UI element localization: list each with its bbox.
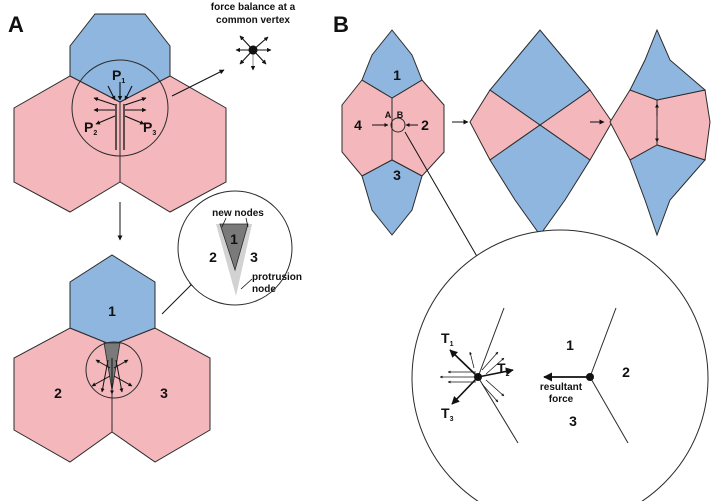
resultant-label-line1: resultant — [540, 382, 583, 393]
rosette-state-initial — [341, 29, 445, 236]
cell-1 — [69, 254, 156, 346]
arrow-to-force-balance — [171, 69, 225, 97]
cell-label-1: 1 — [108, 303, 116, 319]
force-label-p1: P1 — [112, 67, 125, 85]
split-vertex-edges — [115, 104, 125, 150]
inset-cell-label-1: 1 — [566, 337, 574, 353]
inset-cell-1: 1 — [230, 231, 238, 247]
panel-b-label: B — [333, 12, 349, 37]
inset-protrusion-label-line1: protrusion — [252, 272, 302, 283]
cell-bottom-right — [119, 75, 227, 213]
panel-a-label: A — [8, 12, 24, 37]
rosette-cell-2: 2 — [421, 117, 429, 133]
vertex-label-b: B — [397, 110, 404, 120]
vertex-inset: T1 T2 T3 1 2 3 resultant force — [411, 229, 709, 501]
protrusion-force-arrows — [91, 358, 133, 395]
vertex-label-a: A — [385, 110, 392, 120]
rosette-state-resolved — [609, 28, 711, 237]
force-label-p3: P3 — [143, 119, 156, 137]
inset-protrusion-label-line2: node — [252, 284, 276, 295]
cell-label-2: 2 — [54, 385, 62, 401]
resultant-label-line2: force — [549, 394, 574, 405]
cell-label-3: 3 — [160, 385, 168, 401]
cluster-initial — [13, 13, 227, 213]
tension-label-t2: T2 — [497, 360, 510, 378]
force-balance-note-line1: force balance at a — [211, 2, 296, 13]
inset-new-nodes-dark — [219, 223, 249, 272]
force-label-p2: P2 — [84, 119, 97, 137]
rosette-cell-3: 3 — [393, 167, 401, 183]
inset-new-nodes-label: new nodes — [212, 208, 264, 219]
protrusion-inset: new nodes 1 2 3 protrusion node — [177, 190, 302, 306]
arrow-to-protrusion-inset — [161, 281, 195, 315]
rosette-cell-1: 1 — [393, 67, 401, 83]
protrusion-zoom-circle — [85, 341, 143, 399]
vertex-zoom-circle — [71, 59, 169, 157]
inset-cell-2: 2 — [209, 249, 217, 265]
arrow-to-vertex-inset — [404, 131, 487, 273]
vertex-zoom-circle-b — [390, 117, 406, 133]
inset-cell-3: 3 — [250, 249, 258, 265]
inset-cell-label-2: 2 — [622, 364, 630, 380]
rosette-state-fourfold — [469, 29, 613, 236]
vertex-force-arrows — [93, 82, 147, 125]
tension-arrows — [449, 349, 514, 405]
component-arrows — [439, 351, 505, 403]
cell-bottom-left — [13, 75, 121, 213]
cell-top — [69, 13, 171, 103]
tension-label-t3: T3 — [441, 405, 454, 423]
rosette-cell-4: 4 — [354, 117, 362, 133]
force-balance-note-line2: common vertex — [216, 15, 290, 26]
tension-label-t1: T1 — [441, 330, 454, 348]
inset-cell-label-3: 3 — [569, 413, 577, 429]
force-balance-vertex — [235, 35, 272, 71]
